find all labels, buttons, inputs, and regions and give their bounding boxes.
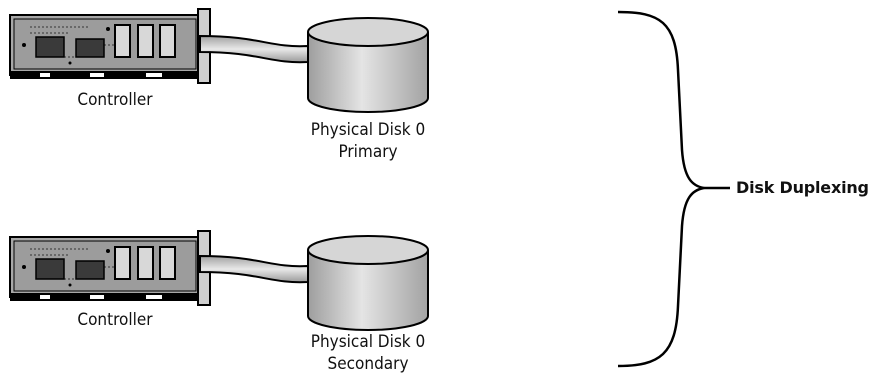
cable-top [199,34,309,64]
controller-label-top: Controller [77,90,153,110]
controller-card-bottom [9,230,211,306]
disk-label-top-line1: Physical Disk 0 [310,120,426,140]
disk-top [307,17,429,113]
controller-card-top [9,8,211,84]
duplexing-bracket [617,10,705,368]
disk-duplexing-label: Disk Duplexing [736,178,869,197]
disk-bottom [307,235,429,331]
controller-label-bottom: Controller [77,310,153,330]
disk-label-bottom-line1: Physical Disk 0 [310,332,426,352]
cable-bottom [199,254,309,284]
disk-label-top-line2: Primary [338,142,398,162]
disk-label-bottom-line2: Secondary [327,354,409,374]
